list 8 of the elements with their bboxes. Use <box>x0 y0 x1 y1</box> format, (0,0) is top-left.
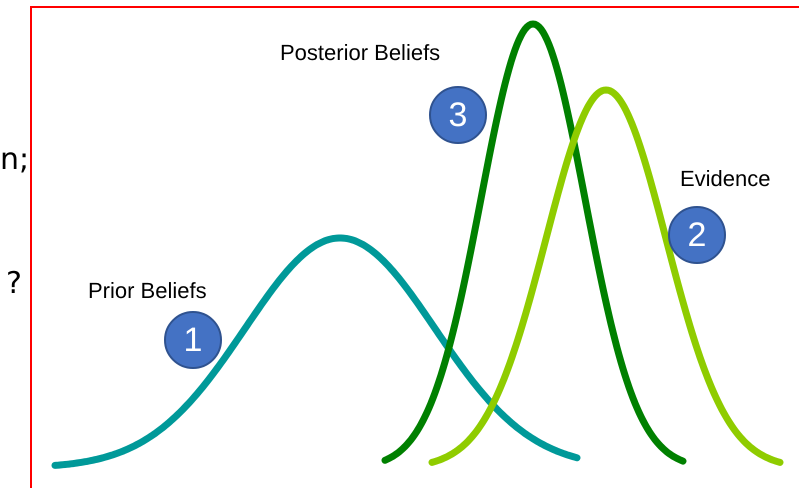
number-badge: 2 <box>668 206 726 264</box>
curve-label: Posterior Beliefs <box>280 40 440 66</box>
text-fragment: ? <box>6 266 22 301</box>
number-badge: 1 <box>164 311 222 369</box>
curve-label: Prior Beliefs <box>88 278 207 304</box>
curve-label: Evidence <box>680 166 771 192</box>
text-fragment: n; <box>0 142 30 177</box>
number-badge: 3 <box>429 86 487 144</box>
